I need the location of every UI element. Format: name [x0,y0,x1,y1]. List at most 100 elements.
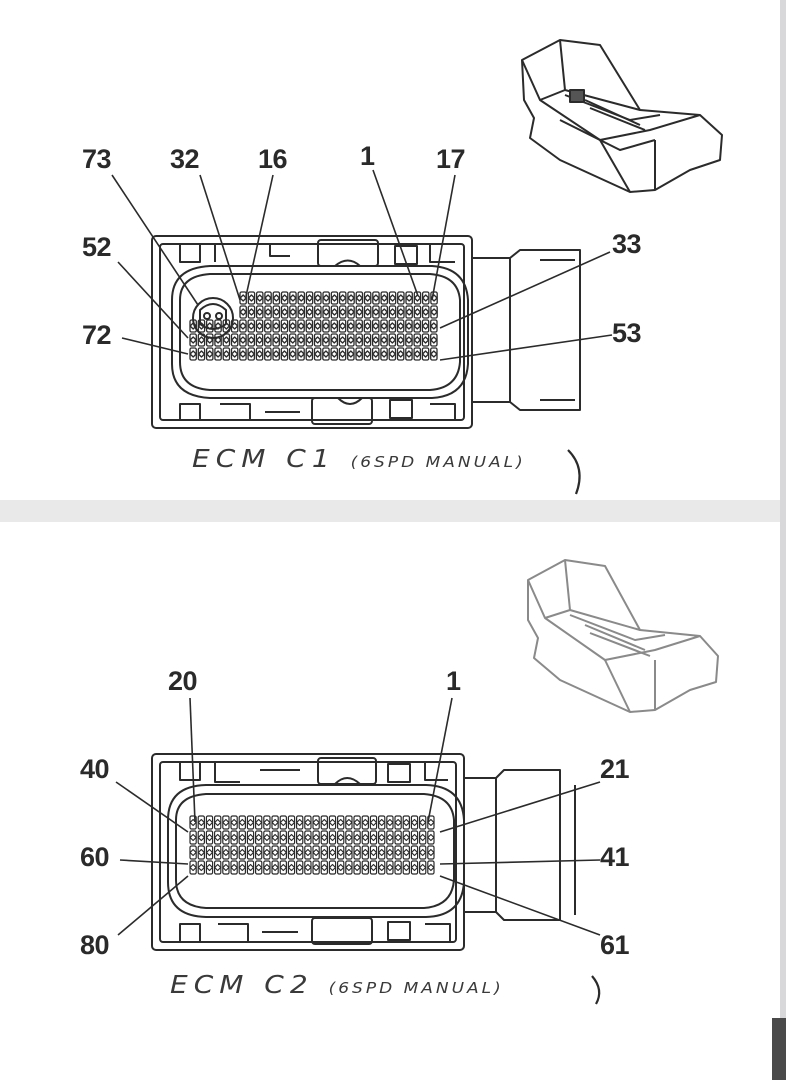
pin-contact [264,294,272,302]
pin-contact [238,833,246,842]
pin-contact [305,308,314,316]
pin-contact [388,294,397,302]
pin-contact [304,848,312,857]
pin-contact [289,308,297,316]
scan-edge [780,0,786,1080]
pin-contact [347,322,355,330]
c2-pin-label-80: 80 [80,930,110,960]
c2-pin-label-60: 60 [80,842,110,872]
pin-contact [230,848,238,857]
pin-contact [345,818,353,827]
pin-contact [222,833,230,842]
c1-pin-label-53: 53 [612,318,642,348]
pin-contact [405,336,413,344]
pin-contact [280,336,289,344]
pin-contact [197,863,205,872]
sheet-separator [0,500,786,522]
pin-contact [214,833,222,842]
pin-contact [222,350,230,358]
pin-contact [246,818,255,827]
pin-contact [238,818,246,827]
pin-contact [247,308,256,316]
pin-contact [353,818,361,827]
pin-contact [421,336,430,344]
pin-contact [380,336,388,344]
pin-contact [364,294,372,302]
pin-contact [271,863,279,872]
scan-corner [772,1018,786,1080]
pin-contact [397,322,405,330]
pin-contact [427,848,435,857]
pin-contact [388,350,396,358]
pin-contact [372,350,380,358]
pin-contact [330,336,338,344]
pin-contact [402,848,410,857]
pin-contact [297,308,305,316]
pin-contact [421,322,430,330]
pin-contact [314,322,322,330]
c2-caption-title: ECM C2 [170,969,314,1000]
pin-contact [402,833,410,842]
pin-contact [197,350,206,358]
c2-caption: ECM C2 (6SPD MANUAL) [170,970,504,1000]
pin-contact [405,322,413,330]
pin-contact [320,848,328,857]
pin-contact [345,863,353,872]
c1-caption-title: ECM C1 [192,443,336,474]
pin-contact [312,848,320,857]
pin-contact [421,350,430,358]
c1-pin-grid [189,291,438,361]
pin-contact [337,863,345,872]
pin-contact [255,833,263,842]
pin-contact [337,833,345,842]
pin-contact [280,350,289,358]
pin-contact [386,848,394,857]
pin-contact [297,336,305,344]
pin-contact [339,308,347,316]
pin-contact [264,308,272,316]
pin-contact [314,294,322,302]
pin-contact [238,848,246,857]
pin-contact [279,848,287,857]
pin-contact [419,863,427,872]
pin-contact [394,848,402,857]
c1-pin-label-17: 17 [436,144,466,174]
pin-contact [231,322,239,330]
pin-contact [322,322,330,330]
pin-contact [386,833,394,842]
pin-contact [289,350,297,358]
pin-contact [410,818,419,827]
pin-contact [338,350,347,358]
pin-contact [305,322,313,330]
pin-contact [304,863,312,872]
pin-contact [238,863,246,872]
pin-contact [239,308,247,316]
pin-contact [214,350,222,358]
pin-contact [405,308,413,316]
pin-contact [427,863,435,872]
pin-contact [296,848,304,857]
pin-contact [255,322,264,330]
pin-contact [347,350,355,358]
pin-contact [205,818,214,827]
pin-contact [413,336,421,344]
pin-contact [372,308,380,316]
pin-contact [222,322,230,330]
c1-pin-label-32: 32 [170,144,200,174]
pin-contact [206,350,214,358]
pin-contact [312,833,320,842]
c1-caption-note: (6SPD MANUAL) [350,453,526,472]
pin-contact [394,833,402,842]
pin-contact [264,322,272,330]
pin-contact [197,322,206,330]
pin-contact [330,350,338,358]
pin-contact [363,322,372,330]
pin-contact [338,322,347,330]
pin-contact [419,818,427,827]
pin-contact [230,818,238,827]
pin-contact [272,336,280,344]
pin-contact [372,294,380,302]
pin-contact [322,308,330,316]
c1-pin-label-33: 33 [612,229,642,259]
pin-contact [386,863,394,872]
